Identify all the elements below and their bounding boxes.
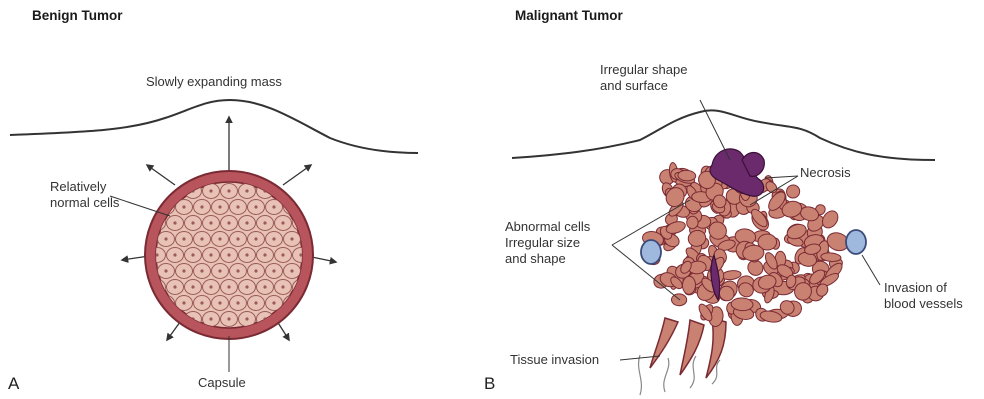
malignant-cell — [721, 270, 741, 281]
benign-cell-nucleus — [200, 269, 203, 272]
benign-cell-nucleus — [236, 205, 239, 208]
benign-skin-surface — [10, 100, 418, 153]
benign-cell-nucleus — [191, 221, 194, 224]
expanding-mass-label: Slowly expanding mass — [146, 74, 282, 90]
benign-cell-nucleus — [254, 269, 257, 272]
benign-cell-nucleus — [254, 301, 257, 304]
malignant-cell — [784, 182, 803, 201]
benign-cell-nucleus — [209, 189, 212, 192]
benign-cell-nucleus — [227, 317, 230, 320]
benign-cell-nucleus — [209, 221, 212, 224]
benign-cell-nucleus — [272, 301, 275, 304]
benign-cell-nucleus — [164, 237, 167, 240]
benign-cell-nucleus — [209, 317, 212, 320]
normal-cells-label: Relatively normal cells — [50, 179, 119, 211]
benign-cell-nucleus — [200, 237, 203, 240]
irregular-shape-label: Irregular shape and surface — [600, 62, 687, 94]
vessel-invasion-label: Invasion of blood vessels — [884, 280, 963, 312]
benign-cell-nucleus — [164, 269, 167, 272]
benign-cell-nucleus — [254, 237, 257, 240]
tissue-invasion-label: Tissue invasion — [510, 352, 599, 368]
benign-cell-nucleus — [173, 253, 176, 256]
benign-cell-nucleus — [290, 237, 293, 240]
malignant-cell — [678, 170, 696, 181]
capsule-label: Capsule — [198, 375, 246, 391]
benign-cell-nucleus — [236, 269, 239, 272]
malignant-cell — [686, 216, 698, 229]
invasive-tendrils — [650, 318, 726, 378]
benign-cell-nucleus — [227, 189, 230, 192]
malignant-title: Malignant Tumor — [515, 8, 623, 24]
benign-cell-nucleus — [218, 205, 221, 208]
benign-cell-nucleus — [173, 221, 176, 224]
benign-cell-nucleus — [218, 269, 221, 272]
benign-cell-nucleus — [254, 205, 257, 208]
panel-a-letter: A — [8, 376, 19, 392]
benign-cell-nucleus — [182, 205, 185, 208]
benign-cell-nucleus — [227, 253, 230, 256]
benign-cell-nucleus — [236, 237, 239, 240]
benign-cell-nucleus — [245, 253, 248, 256]
benign-cell-nucleus — [209, 253, 212, 256]
benign-cell-nucleus — [182, 301, 185, 304]
benign-title: Benign Tumor — [32, 8, 123, 24]
abnormal-cells-label: Abnormal cells Irregular size and shape — [505, 219, 590, 267]
benign-panel-art — [10, 100, 418, 372]
vessel-left — [641, 240, 661, 264]
benign-cell-nucleus — [191, 285, 194, 288]
benign-cell-nucleus — [227, 221, 230, 224]
benign-cell-nucleus — [263, 285, 266, 288]
benign-cell-nucleus — [173, 285, 176, 288]
panel-b-letter: B — [484, 376, 495, 392]
benign-cell-nucleus — [200, 301, 203, 304]
benign-cell-nucleus — [281, 285, 284, 288]
malignant-cell — [682, 276, 696, 294]
vessel-right — [846, 230, 866, 254]
benign-cell-nucleus — [272, 269, 275, 272]
benign-cell-nucleus — [263, 253, 266, 256]
necrosis-label: Necrosis — [800, 165, 851, 181]
benign-cell-nucleus — [209, 285, 212, 288]
benign-cell-nucleus — [227, 285, 230, 288]
benign-cell-nucleus — [245, 189, 248, 192]
benign-cell-nucleus — [263, 221, 266, 224]
benign-cell-nucleus — [218, 301, 221, 304]
benign-cell-nucleus — [245, 285, 248, 288]
benign-cell-nucleus — [272, 205, 275, 208]
benign-cell-nucleus — [281, 253, 284, 256]
benign-cell-nucleus — [182, 269, 185, 272]
benign-cell-nucleus — [245, 317, 248, 320]
benign-cell-nucleus — [245, 221, 248, 224]
benign-cell-nucleus — [182, 237, 185, 240]
benign-cell-nucleus — [200, 205, 203, 208]
benign-cell-nucleus — [236, 301, 239, 304]
benign-cell-nucleus — [218, 237, 221, 240]
benign-cell-nucleus — [191, 253, 194, 256]
benign-cell-nucleus — [272, 237, 275, 240]
benign-cell-nucleus — [281, 221, 284, 224]
benign-cell-nucleus — [290, 269, 293, 272]
